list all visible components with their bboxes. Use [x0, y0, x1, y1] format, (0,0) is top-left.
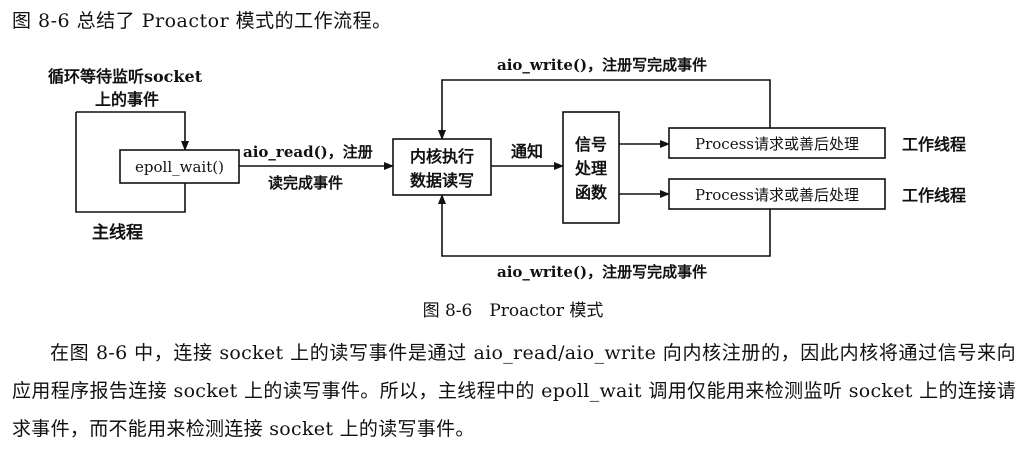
aio-read-label-line2: 读完成事件: [268, 174, 343, 192]
notify-label: 通知: [511, 142, 543, 161]
loop-label-line1: 循环等待监听socket: [48, 67, 203, 86]
aio-read-label-line1: aio_read()，注册: [243, 143, 373, 161]
aio-write-bottom-label: aio_write()，注册写完成事件: [497, 263, 707, 281]
intro-line: 图 8-6 总结了 Proactor 模式的工作流程。: [12, 10, 392, 32]
kernel-label-line2: 数据读写: [410, 171, 474, 190]
signal-label-line1: 信号: [575, 135, 607, 154]
signal-box: [562, 111, 620, 224]
epoll-wait-label: epoll_wait(): [135, 158, 224, 176]
signal-label-line2: 处理: [574, 159, 607, 178]
aio-write-bottom-loop: [438, 194, 771, 257]
kernel-label-line1: 内核执行: [410, 147, 474, 166]
worker2-label: 工作线程: [902, 186, 966, 205]
main-thread-loop-top: [76, 111, 189, 151]
main-thread-loop: [75, 112, 186, 213]
aio-write-top-label: aio_write()，注册写完成事件: [497, 56, 707, 74]
explanation-paragraph: 在图 8-6 中，连接 socket 上的读写事件是通过 aio_read/ai…: [12, 342, 1016, 440]
signal-label-line3: 函数: [575, 183, 608, 202]
process-box-2: [668, 178, 886, 210]
figure-caption: 图 8-6 Proactor 模式: [422, 301, 604, 321]
worker1-label: 工作线程: [902, 135, 966, 154]
loop-label-line2: 上的事件: [95, 90, 159, 109]
process-box-1: [668, 127, 886, 159]
main-thread-label: 主线程: [92, 222, 143, 243]
process2-label: Process请求或善后处理: [695, 186, 859, 204]
process1-label: Process请求或善后处理: [695, 135, 859, 153]
aio-write-top-loop: [438, 79, 771, 140]
proactor-diagram: 循环等待监听socket 上的事件 epoll_wait() 主线程 aio_r…: [48, 56, 966, 281]
